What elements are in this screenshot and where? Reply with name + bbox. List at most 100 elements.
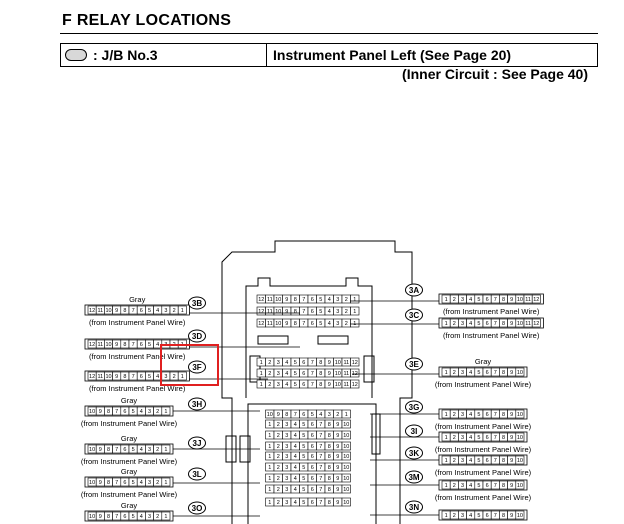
connector-id: 3D [192,332,202,341]
center-pin-label: 3 [285,454,288,460]
center-pin-label: 1 [260,382,263,388]
center-pin-label: 12 [258,309,264,315]
center-pin-label: 3 [285,476,288,482]
center-pin-label: 4 [294,454,297,460]
connector-pin-label: 7 [494,458,497,464]
center-pin-cell [341,462,351,472]
center-pin-label: 10 [335,371,341,377]
connector-pin-label: 8 [107,480,110,486]
connector-pin-label: 4 [469,483,472,489]
connector-pin-label: 2 [453,412,456,418]
connector-pin-label: 6 [123,447,126,453]
center-pin-label: 1 [268,476,271,482]
center-pin-label: 3 [285,433,288,439]
connector-pin-label: 3 [461,370,464,376]
connector-pin-label: 5 [477,458,480,464]
connector-color-label: Gray [121,396,138,405]
center-pin-label: 4 [294,444,297,450]
connector-pin-label: 1 [181,374,184,380]
center-pin-label: 7 [319,454,322,460]
connector-id: 3E [409,360,419,369]
center-pin-label: 7 [319,465,322,471]
connector-badge [188,501,206,515]
connector-badge [188,360,206,374]
center-pin-label: 2 [336,412,339,418]
connector-pin-cell [161,511,171,521]
center-pin-label: 10 [343,500,349,506]
connector-pin-cell [177,305,187,315]
center-tab-1 [317,335,349,345]
center-pin-label: 9 [336,444,339,450]
center-pin-label: 11 [267,321,273,327]
connector-pin-label: 4 [469,321,472,327]
connector-pin-label: 6 [486,370,489,376]
connector-pin-label: 8 [107,514,110,520]
center-pin-label: 6 [311,476,314,482]
connector-pin-label: 12 [89,342,95,348]
center-pin-cell [350,306,360,316]
center-pin-label: 5 [302,476,305,482]
connector-pin-label: 8 [502,412,505,418]
connector-pin-label: 5 [477,297,480,303]
outline-path-0 [221,240,413,524]
center-pin-label: 2 [277,433,280,439]
center-pin-label: 10 [343,444,349,450]
center-pin-label: 5 [302,422,305,428]
center-pin-label: 3 [336,321,339,327]
connector-pin-label: 6 [123,409,126,415]
connector-id: 3K [409,449,419,458]
connector-pin-label: 7 [132,308,135,314]
connector-pin-label: 5 [477,370,480,376]
center-pin-label: 5 [319,309,322,315]
connector-pin-label: 7 [494,370,497,376]
center-pin-label: 9 [336,487,339,493]
connector-pin-label: 9 [510,412,513,418]
connector-pin-cell [531,294,541,304]
center-pin-label: 8 [328,444,331,450]
center-pin-label: 5 [302,487,305,493]
connector-pin-label: 7 [494,321,497,327]
center-pin-label: 5 [294,382,297,388]
center-pin-label: 8 [328,476,331,482]
connector-pin-label: 2 [453,483,456,489]
connector-id: 3J [193,439,202,448]
connector-pin-label: 7 [115,447,118,453]
connector-pin-label: 4 [469,370,472,376]
center-pin-label: 9 [336,465,339,471]
center-pin-label: 9 [328,371,331,377]
connector-pin-label: 12 [89,308,95,314]
connector-pin-label: 8 [123,374,126,380]
connector-id: 3G [409,403,420,412]
connector-pin-label: 1 [164,514,167,520]
connector-pin-label: 9 [510,458,513,464]
connector-id: 3B [192,299,202,308]
jb-cell: : J/B No.3 [61,44,267,66]
center-pin-cell [341,473,351,483]
connector-pin-label: 9 [115,342,118,348]
connector-pin-label: 4 [140,447,143,453]
connector-pin-label: 7 [115,480,118,486]
center-pin-label: 3 [336,297,339,303]
center-pin-label: 4 [328,297,331,303]
center-pin-label: 9 [285,309,288,315]
connector-pin-label: 9 [510,297,513,303]
connector-pin-label: 2 [173,308,176,314]
connector-color-label: Gray [129,295,146,304]
center-pin-label: 11 [343,360,349,366]
connector-pin-label: 9 [115,308,118,314]
connector-pin-label: 2 [156,447,159,453]
center-pin-label: 10 [343,465,349,471]
center-pin-label: 2 [345,297,348,303]
connector-pin-cell [515,367,525,377]
connector-pin-label: 1 [445,370,448,376]
connector-pin-label: 3 [461,458,464,464]
connector-pin-cell [161,444,171,454]
inner-circuit-note: (Inner Circuit : See Page 40) [402,66,588,82]
